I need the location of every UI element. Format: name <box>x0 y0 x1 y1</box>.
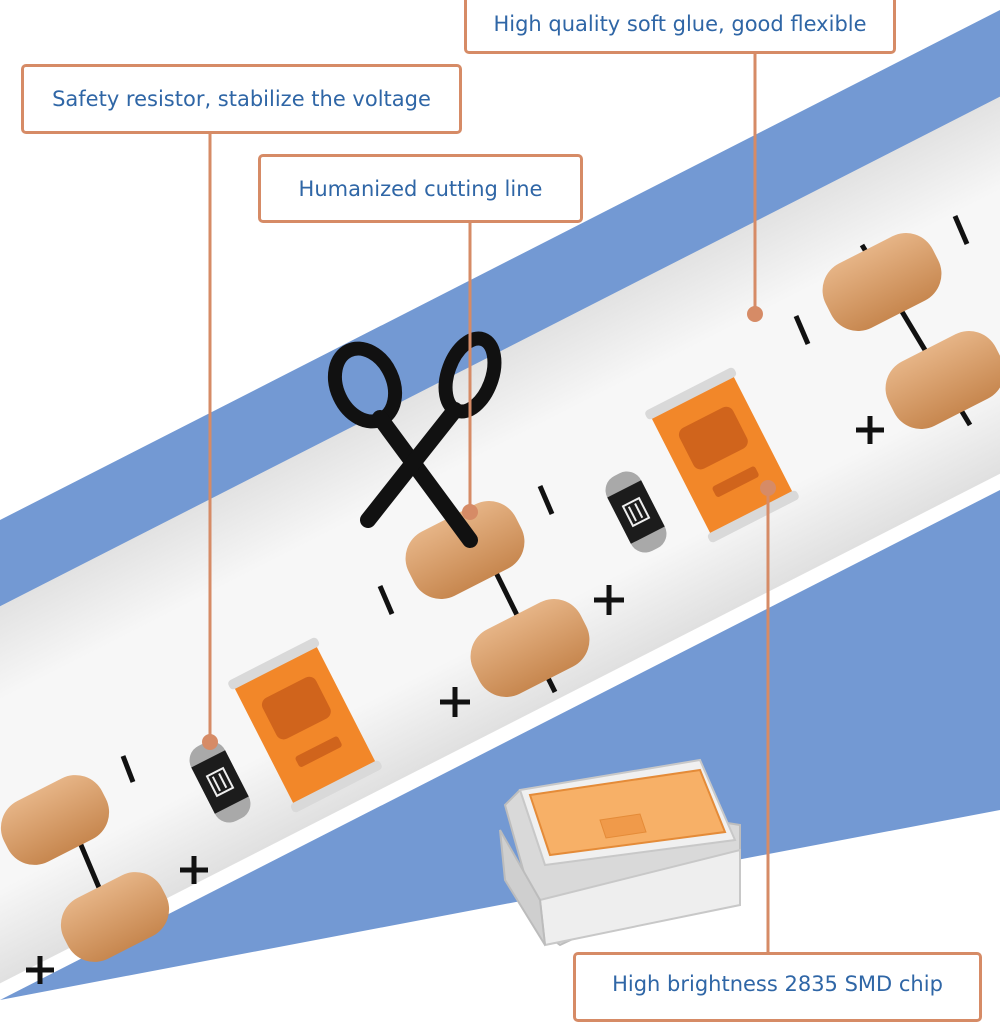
callout-soft-glue-label: High quality soft glue, good flexible <box>493 12 867 36</box>
copper-pad <box>822 233 942 331</box>
minus-mark <box>120 755 136 783</box>
callout-cutting-line: Humanized cutting line <box>258 154 583 223</box>
callout-safety-resistor: Safety resistor, stabilize the voltage <box>21 64 462 134</box>
copper-pad <box>885 331 1000 429</box>
minus-mark <box>377 585 395 615</box>
plus-mark <box>440 687 470 717</box>
background-band-lower <box>0 490 1000 1000</box>
solder-pad-group-middle <box>377 485 624 717</box>
plus-mark <box>594 585 624 615</box>
callout-smd-chip: High brightness 2835 SMD chip <box>573 952 982 1022</box>
callout-anchor-dots <box>202 306 776 750</box>
callout-smd-chip-label: High brightness 2835 SMD chip <box>612 972 943 996</box>
smd-chip-enlarged <box>499 758 741 947</box>
solder-pad-group-left <box>0 755 208 984</box>
led-strip-diagram <box>0 10 1000 1000</box>
copper-pad <box>0 775 110 865</box>
safety-resistor-left <box>189 741 251 823</box>
copper-pad <box>60 872 170 962</box>
led-chip-left <box>228 637 382 813</box>
minus-mark <box>537 485 555 515</box>
plus-mark <box>26 956 54 984</box>
callout-soft-glue: High quality soft glue, good flexible <box>464 0 896 54</box>
minus-mark <box>952 215 970 245</box>
solder-pad-group-right <box>793 215 1000 444</box>
callout-leader-lines <box>208 54 770 952</box>
callout-safety-resistor-label: Safety resistor, stabilize the voltage <box>52 87 431 111</box>
plus-mark <box>180 856 208 884</box>
copper-pad <box>405 501 525 599</box>
minus-mark <box>793 315 811 345</box>
safety-resistor-middle <box>605 471 667 553</box>
scissors-icon <box>327 331 502 548</box>
copper-pad <box>470 599 590 697</box>
callout-cutting-line-label: Humanized cutting line <box>298 176 543 201</box>
led-chip-middle <box>645 367 799 543</box>
plus-mark <box>856 416 884 444</box>
